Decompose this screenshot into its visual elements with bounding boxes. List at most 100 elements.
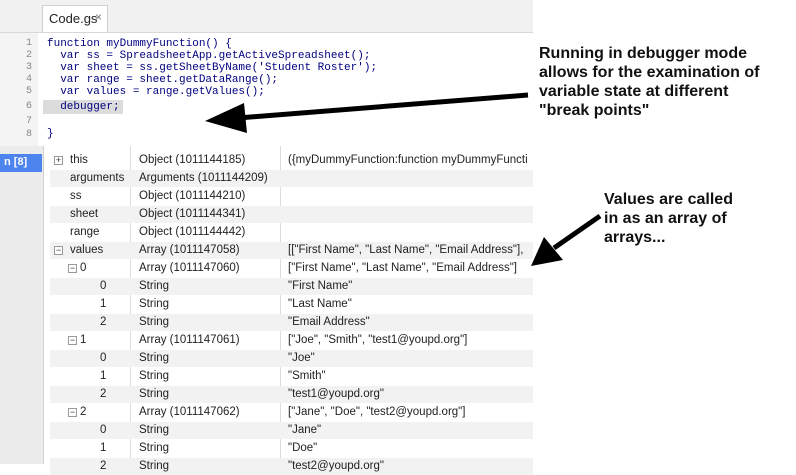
variable-row[interactable]: 0 String "First Name"	[50, 278, 533, 295]
code-line[interactable]: var range = sheet.getDataRange();	[47, 74, 279, 86]
variable-type: Object (1011144341)	[139, 208, 246, 220]
variable-value: "Smith"	[288, 370, 326, 382]
variable-name: 1	[80, 334, 87, 346]
code-line[interactable]: var sheet = ss.getSheetByName('Student R…	[47, 62, 378, 74]
variable-row[interactable]: −2 Array (1011147062) ["Jane", "Doe", "tes…	[50, 404, 533, 421]
tab-label: Code.gs	[49, 11, 98, 26]
annotation-line: Running in debugger mode	[539, 45, 747, 62]
variable-type: String	[139, 388, 170, 400]
line-number: 3	[25, 62, 32, 73]
variable-value: ["Joe", "Smith", "test1@youpd.org"]	[288, 334, 468, 346]
values-annotation: Values are called in as an array of arra…	[604, 190, 789, 247]
variable-value: ["Jane", "Doe", "test2@youpd.org"]	[288, 406, 466, 418]
line-number: 4	[25, 74, 32, 85]
variable-row[interactable]: 2 String "test1@youpd.org"	[50, 386, 533, 403]
variable-value: "Joe"	[288, 352, 315, 364]
variable-name: this	[70, 154, 88, 166]
variable-value: ({myDummyFunction:function myDummyFuncti	[288, 154, 528, 166]
variable-value: "Last Name"	[288, 298, 352, 310]
tab-bar: Code.gs ×	[0, 0, 533, 33]
variable-value: "Jane"	[288, 424, 322, 436]
variable-row[interactable]: ss Object (1011144210)	[50, 188, 533, 205]
debugger-annotation: Running in debugger mode allows for the …	[539, 44, 794, 120]
variable-name: 1	[100, 370, 107, 382]
annotation-line: Values are called	[604, 191, 733, 208]
column-divider	[280, 146, 281, 464]
variable-name: values	[70, 244, 104, 256]
line-number: 2	[25, 50, 32, 61]
collapse-icon[interactable]: −	[68, 263, 77, 273]
variable-type: String	[139, 298, 170, 310]
variable-type: Array (1011147060)	[139, 262, 240, 274]
variable-value: "test1@youpd.org"	[288, 388, 384, 400]
variable-type: String	[139, 352, 170, 364]
variable-value: "Doe"	[288, 442, 318, 454]
variable-row[interactable]: 0 String "Joe"	[50, 350, 533, 367]
variable-name: 0	[100, 280, 107, 292]
variable-value: "Email Address"	[288, 316, 370, 328]
line-number: 1	[25, 38, 32, 49]
variable-type: Arguments (1011144209)	[139, 172, 268, 184]
variable-row[interactable]: arguments Arguments (1011144209)	[50, 170, 533, 187]
frame-label: n [8]	[4, 156, 28, 168]
breakpoint-line-highlight	[43, 100, 123, 114]
tab-code-gs[interactable]: Code.gs ×	[42, 5, 108, 32]
variable-name: 1	[100, 298, 107, 310]
collapse-icon[interactable]: −	[54, 245, 63, 255]
variable-type: String	[139, 280, 170, 292]
line-number: 5	[25, 86, 32, 97]
code-line[interactable]: function myDummyFunction() {	[47, 38, 232, 50]
code-line[interactable]: }	[47, 128, 54, 140]
collapse-icon[interactable]: −	[68, 335, 77, 345]
annotation-line: "break points"	[539, 102, 650, 119]
variable-row[interactable]: sheet Object (1011144341)	[50, 206, 533, 223]
variable-name: ss	[70, 190, 82, 202]
variable-type: Array (1011147062)	[139, 406, 240, 418]
code-line[interactable]: var values = range.getValues();	[47, 86, 265, 98]
variable-name: range	[70, 226, 100, 238]
variable-row[interactable]: + this Object (1011144185) ({myDummyFunctio…	[50, 152, 533, 169]
line-number: 7	[25, 116, 32, 127]
variable-name: 2	[80, 406, 87, 418]
annotation-line: allows for the examination of	[539, 64, 760, 81]
variable-value: [["First Name", "Last Name", "Email Addr…	[288, 244, 524, 256]
variable-value: "First Name"	[288, 280, 353, 292]
variable-name: arguments	[70, 172, 125, 184]
variable-value: "test2@youpd.org"	[288, 460, 384, 472]
variable-row[interactable]: −0 Array (1011147060) ["First Name", "Last…	[50, 260, 533, 277]
line-number: 8	[25, 129, 32, 140]
expand-icon[interactable]: +	[54, 155, 63, 165]
variable-name: 2	[100, 316, 107, 328]
line-number: 6	[25, 101, 32, 112]
collapse-icon[interactable]: −	[68, 407, 77, 417]
annotation-line: variable state at different	[539, 83, 729, 100]
variable-row[interactable]: 1 String "Last Name"	[50, 296, 533, 313]
close-icon[interactable]: ×	[95, 10, 103, 24]
call-stack-panel: n [8]	[0, 146, 44, 464]
variable-name: sheet	[70, 208, 99, 220]
variable-type: String	[139, 424, 170, 436]
variable-name: 0	[80, 262, 87, 274]
variable-type: Object (1011144210)	[139, 190, 246, 202]
variable-name: 0	[100, 352, 107, 364]
variable-row[interactable]: 2 String "Email Address"	[50, 314, 533, 331]
code-line[interactable]: var ss = SpreadsheetApp.getActiveSpreads…	[47, 50, 371, 62]
variable-value: ["First Name", "Last Name", "Email Addre…	[288, 262, 518, 274]
variable-type: String	[139, 442, 170, 454]
call-stack-frame[interactable]: n [8]	[0, 154, 42, 172]
variable-type: String	[139, 316, 170, 328]
line-number-gutter: 1 2 3 4 5 6 7 8	[0, 33, 38, 146]
code-line[interactable]: debugger;	[47, 101, 120, 113]
variable-type: String	[139, 460, 170, 472]
column-divider	[130, 146, 131, 464]
variable-type: Object (1011144185)	[139, 154, 246, 166]
annotation-line: in as an array of	[604, 210, 727, 227]
variable-name: 2	[100, 388, 107, 400]
